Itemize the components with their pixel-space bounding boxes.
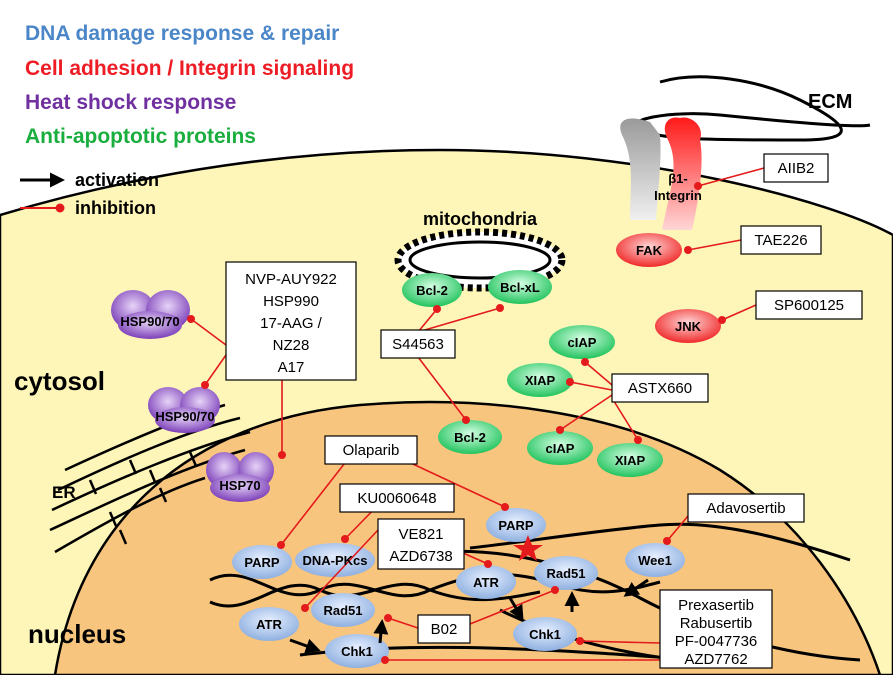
jnk-shape [655,309,721,343]
atr-2-label: ATR [473,575,499,590]
bcl2-nuc-shape [438,420,502,454]
region-ecm-label: ECM [808,91,852,113]
ciap-1-shape [549,325,615,359]
ciap-1-label: cIAP [568,335,597,350]
chk1-1-shape [325,634,389,668]
dnapkcs-shape [295,543,375,577]
rad51-1-label: Rad51 [323,603,362,618]
parp-trapping-star-icon [513,535,543,561]
bcl2-mito-label: Bcl-2 [416,283,448,298]
dnapkcs-label: DNA-PKcs [302,553,367,568]
ciap-2-label: cIAP [546,441,575,456]
legend-cell-adhesion: Cell adhesion / Integrin signaling [25,57,354,80]
bclxl-label: Bcl-xL [500,280,540,295]
drug-hsp-inhibitor-1: NVP-AUY922 [245,271,337,288]
xiap-1-label: XIAP [525,373,556,388]
ciap-2-shape [527,431,593,465]
drug-tae226: TAE226 [754,232,807,249]
wee1-label: Wee1 [638,553,672,568]
legend-inhibition-label: inhibition [75,198,156,218]
xiap-2-label: XIAP [615,453,646,468]
drug-boxes [225,153,863,669]
legend-heat-shock: Heat shock response [25,91,236,114]
parp-2-label: PARP [498,518,533,533]
drug-ku0060648: KU0060648 [357,490,436,507]
rad51-1-shape [311,593,375,627]
drug-sp600125: SP600125 [774,297,844,314]
region-er-label: ER [52,483,76,502]
atr-2-shape [456,565,516,599]
inhibition-lines [190,167,765,661]
atr-1-shape [239,607,299,641]
integrin-label-line2: Integrin [654,188,702,203]
rad51-2-shape [534,556,598,590]
drug-hsp-inhibitor-3: 17-AAG / [260,315,323,332]
parp-1-shape [232,545,292,579]
drug-adavosertib: Adavosertib [706,500,785,517]
hsp70-label: HSP70 [219,478,260,493]
activation-arrows [289,578,649,654]
drug-olaparib: Olaparib [343,442,400,459]
bclxl-shape [488,270,552,304]
bcl2-nuc-label: Bcl-2 [454,430,486,445]
fak-shape [616,233,682,267]
drug-rabusertib: Rabusertib [680,615,753,632]
hsp9070-top-protein [111,290,190,339]
fak-label: FAK [636,243,663,258]
drug-hsp-inhibitor-4: NZ28 [273,337,310,354]
hsp70-protein [206,452,274,502]
mitochondria-label: mitochondria [423,209,538,229]
chk1-1-label: Chk1 [341,644,373,659]
drug-b02: B02 [431,621,458,638]
drug-azd7762: AZD7762 [684,651,747,668]
drug-hsp-inhibitor-2: HSP990 [263,293,319,310]
legend-anti-apoptotic: Anti-apoptotic proteins [25,125,256,148]
integrin-beta1-shape [662,117,702,230]
integrin-label-line1: β1- [668,171,688,186]
region-cytosol-label: cytosol [14,366,105,396]
parp-1-label: PARP [244,555,279,570]
drug-azd6738: AZD6738 [389,548,452,565]
integrin-alpha-shape [620,118,661,220]
drug-astx660: ASTX660 [628,380,692,397]
drug-s44563: S44563 [392,336,444,353]
drug-pf0047736: PF-0047736 [675,633,758,650]
chk1-2-shape [513,617,577,651]
bcl2-mito-shape [402,273,462,307]
drug-hsp-inhibitor-5: A17 [278,359,305,376]
hsp9070-mid-protein [148,387,220,433]
xiap-2-shape [597,443,663,477]
drug-ve821: VE821 [398,526,443,543]
parp-2-shape [486,508,546,542]
wee1-shape [625,543,685,577]
drug-aiib2: AIIB2 [778,160,815,177]
chk1-2-label: Chk1 [529,627,561,642]
legend-activation-label: activation [75,170,159,190]
inhibition-dots [187,182,726,664]
legend-inhibition-dot [55,203,65,213]
atr-1-label: ATR [256,617,282,632]
region-nucleus-label: nucleus [28,619,126,649]
legend-dna-repair: DNA damage response & repair [25,22,339,45]
rad51-2-label: Rad51 [546,566,585,581]
xiap-1-shape [507,363,573,397]
drug-prexasertib: Prexasertib [678,597,754,614]
hsp9070-mid-label: HSP90/70 [155,409,214,424]
jnk-label: JNK [675,319,702,334]
hsp9070-top-label: HSP90/70 [120,314,179,329]
